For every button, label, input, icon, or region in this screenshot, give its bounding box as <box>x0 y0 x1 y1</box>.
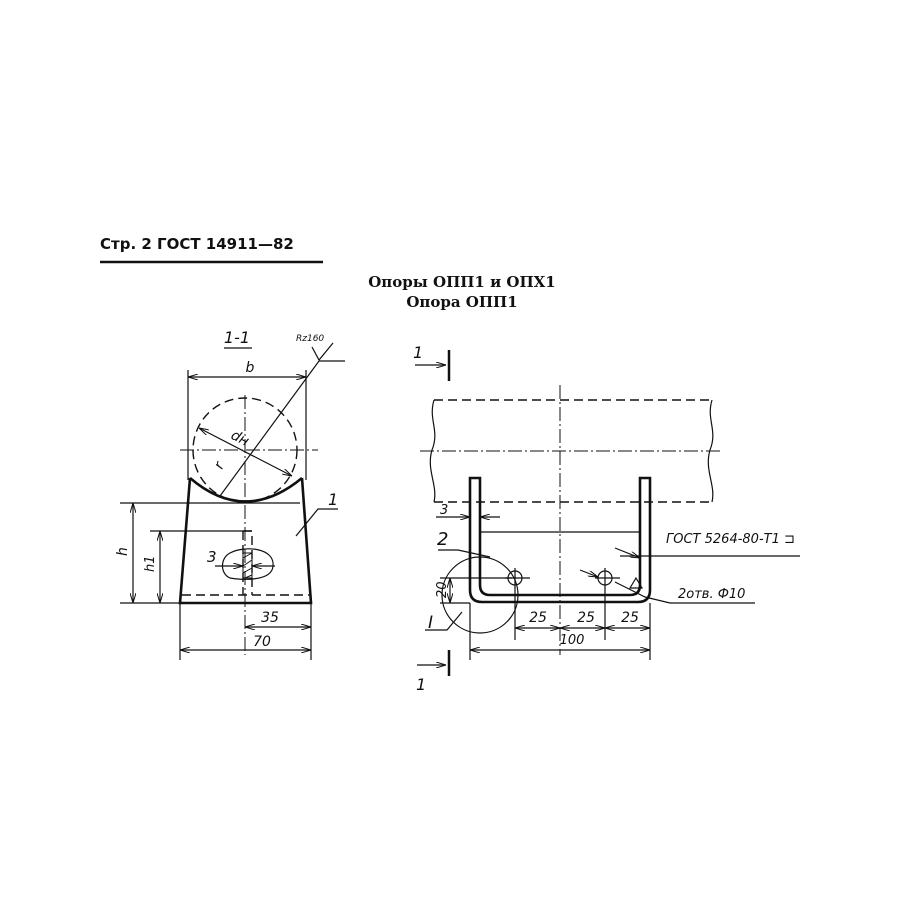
dimension-h-label: h <box>115 547 131 556</box>
saddle-arc <box>189 476 303 503</box>
dimension-100-label: 100 <box>560 633 585 648</box>
roughness-label: Rz160 <box>296 334 324 344</box>
u-bracket <box>468 476 652 604</box>
cut-mark-top-label: 1 <box>413 343 423 362</box>
dimension-25-c-label: 25 <box>621 610 639 626</box>
roughness-symbol <box>311 342 345 362</box>
holes-leader <box>614 581 755 604</box>
dimension-dn-label: dн <box>228 427 251 449</box>
part-1-label: 1 <box>328 490 338 509</box>
weld-note: ГОСТ 5264-80-Т1 ⊐ <box>666 532 795 547</box>
dimension-25-b-label: 25 <box>577 610 595 626</box>
weld-leader <box>614 547 640 558</box>
part-2-leader <box>438 549 491 558</box>
title-line-2: Опора ОПП1 <box>406 293 517 311</box>
dimension-b-label: b <box>246 360 255 376</box>
detail-I-label: I <box>428 613 433 633</box>
front-view: 1 1 3 2 ГОСТ 5264-80-Т1 ⊐ 2отв. Ф10 <box>413 343 800 694</box>
part-1-leader <box>295 508 338 537</box>
dimension-3-label: 3 <box>207 548 217 566</box>
dimension-25-a-label: 25 <box>529 610 547 626</box>
part-2-label: 2 <box>437 529 448 550</box>
dimension-h1-label: h1 <box>143 555 158 572</box>
title-line-1: Опоры ОПП1 и ОПХ1 <box>368 273 556 291</box>
section-label: 1-1 <box>224 328 250 347</box>
holes-note: 2отв. Ф10 <box>678 587 745 602</box>
page-reference: Стр. 2 ГОСТ 14911—82 <box>100 235 294 253</box>
support-body <box>178 477 313 605</box>
dimension-70-label: 70 <box>253 634 271 650</box>
dimension-3-label: 3 <box>440 503 448 518</box>
cut-mark-bottom-label: 1 <box>416 675 426 694</box>
dimension-35-label: 35 <box>261 610 279 626</box>
detail-I-circle <box>441 556 519 634</box>
dimension-r-label: r <box>211 459 228 472</box>
section-view: 1-1 Rz160 b dн r h h1 3 1 <box>115 328 345 660</box>
dimension-dn <box>199 428 292 476</box>
